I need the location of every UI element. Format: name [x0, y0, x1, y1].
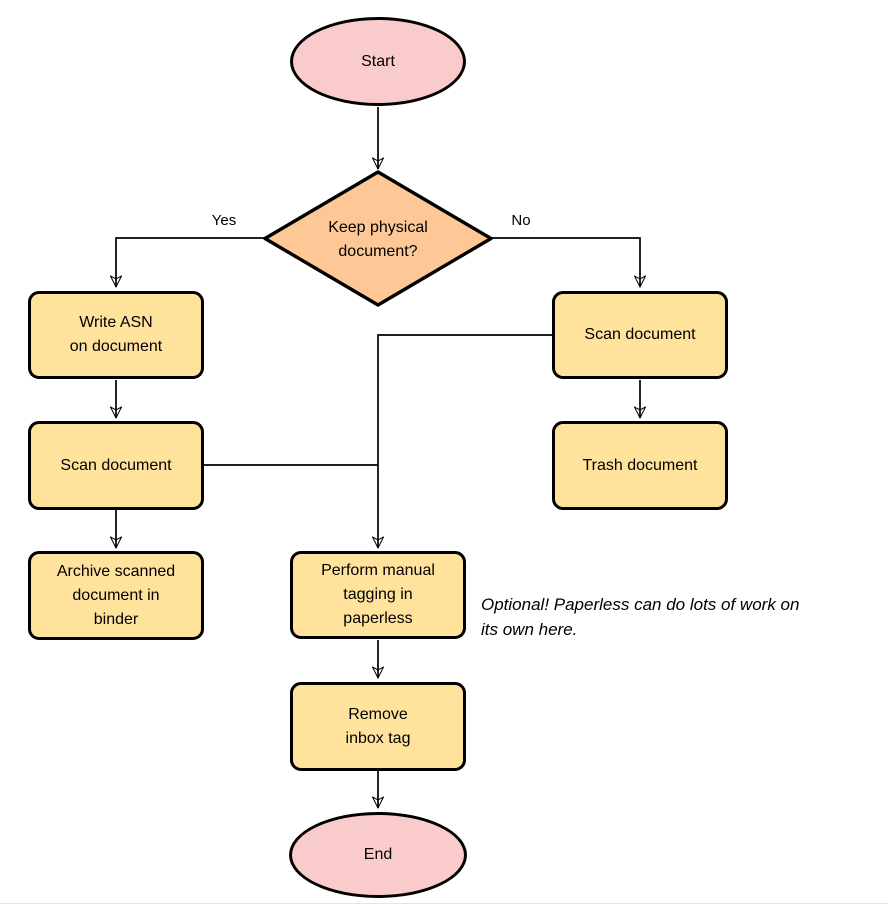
node-manual-tagging: Perform manual tagging in paperless — [290, 551, 466, 639]
edge-scanright-to-tagging — [372, 334, 553, 549]
node-end: End — [289, 812, 467, 898]
decision-diamond-shape — [263, 170, 493, 307]
node-archive-binder-label: Archive scanned document in binder — [56, 562, 176, 628]
node-decision-label: Keep physical document? — [328, 219, 428, 260]
node-scan-document-left-label: Scan document — [60, 456, 172, 474]
edge-label-yes: Yes — [211, 212, 237, 229]
node-scan-document-right: Scan document — [552, 291, 728, 379]
node-write-asn: Write ASN on document — [28, 291, 204, 379]
bottom-divider — [0, 903, 888, 904]
edge-label-no: No — [511, 212, 531, 229]
edge-decision-yes — [110, 237, 265, 288]
node-remove-inbox-tag: Remove inbox tag — [290, 682, 466, 771]
node-start: Start — [290, 17, 466, 106]
node-archive-binder: Archive scanned document in binder — [28, 551, 204, 640]
node-trash-document: Trash document — [552, 421, 728, 510]
node-start-label: Start — [361, 52, 395, 70]
node-remove-inbox-tag-label: Remove inbox tag — [345, 705, 411, 747]
node-end-label: End — [363, 846, 393, 863]
node-write-asn-label: Write ASN on document — [69, 314, 163, 355]
node-scan-document-left: Scan document — [28, 421, 204, 510]
optional-note: Optional! Paperless can do lots of work … — [481, 595, 800, 639]
edge-decision-no — [491, 237, 646, 288]
node-scan-document-right-label: Scan document — [584, 326, 696, 343]
node-manual-tagging-label: Perform manual tagging in paperless — [321, 562, 435, 627]
node-decision: Keep physical document? — [288, 200, 468, 280]
node-trash-document-label: Trash document — [582, 456, 698, 474]
